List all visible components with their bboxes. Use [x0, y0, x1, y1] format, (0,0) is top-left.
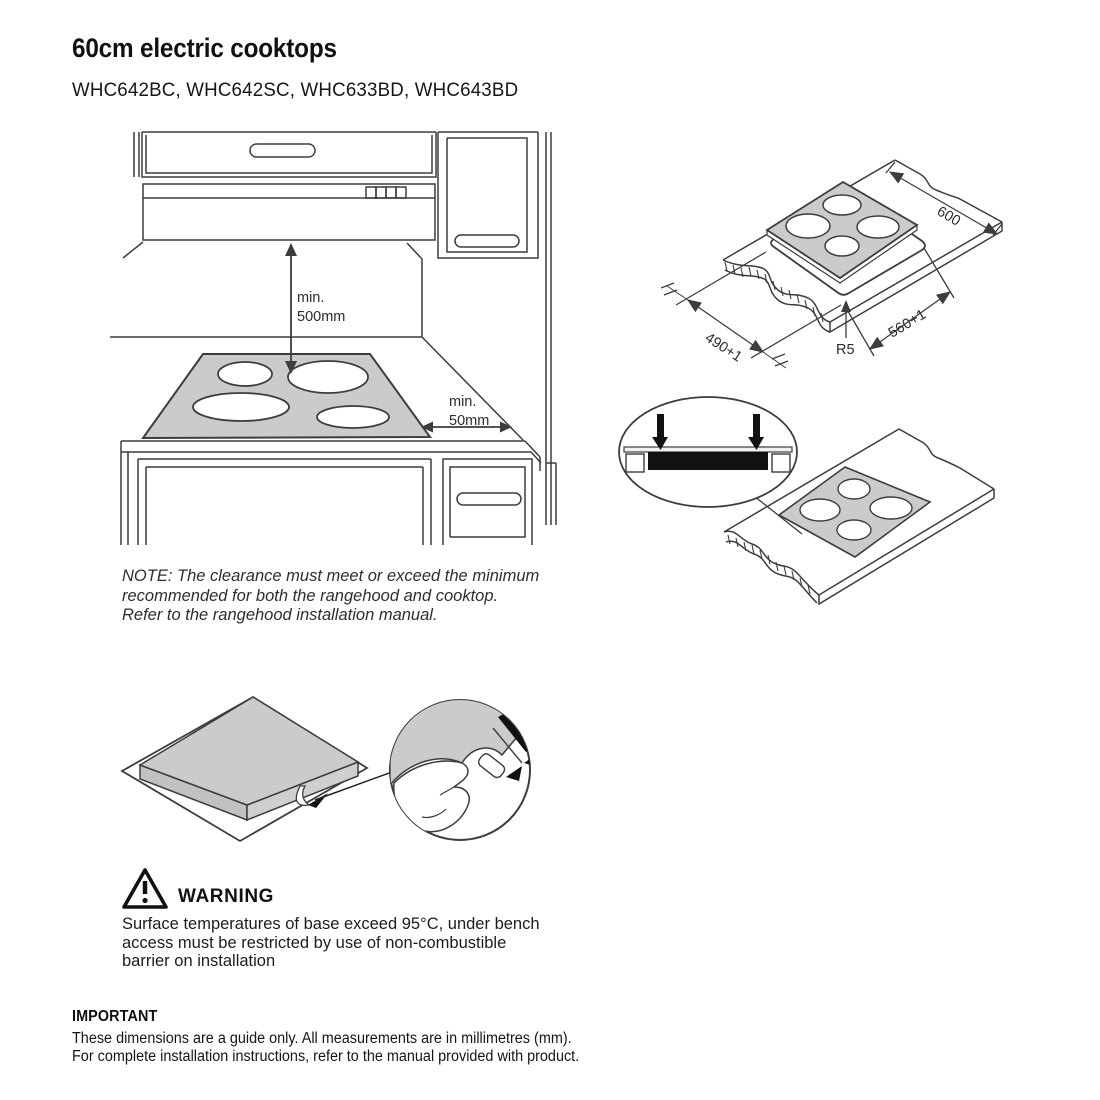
cutout-hole [770, 193, 926, 296]
bench-section-right [771, 453, 791, 473]
press-down-arrows [652, 414, 764, 450]
equal-mark [771, 353, 789, 367]
model-numbers: WHC642BC, WHC642SC, WHC633BD, WHC643BD [72, 79, 519, 101]
equal-mark [660, 282, 678, 296]
note-line: recommended for both the rangehood and c… [122, 586, 499, 605]
cut-hatching [724, 261, 824, 323]
dim-cutout-width-label: 560+1 [886, 307, 929, 342]
drawer-handle [456, 492, 522, 506]
cooktop-floating [765, 180, 919, 284]
note-line: Refer to the rangehood installation manu… [122, 606, 438, 624]
warning-text: Surface temperatures of base exceed 95°C… [122, 915, 540, 971]
important-text: These dimensions are a guide only. All m… [72, 1030, 579, 1066]
important-line: These dimensions are a guide only. All m… [72, 1030, 572, 1047]
warning-line: barrier on installation [122, 952, 276, 971]
cooktop-glass-flange [623, 446, 793, 453]
corner-radius-callout: R5 [836, 300, 855, 358]
burner [856, 215, 900, 239]
seal-application-diagram [120, 695, 531, 843]
press-direction-arrows [506, 752, 530, 781]
cabinet-handle [454, 234, 520, 248]
warning-triangle-icon [122, 868, 168, 909]
burner [287, 360, 369, 394]
detail-leader-line [314, 771, 393, 801]
burner [836, 519, 872, 541]
clearance-side-arrow: min. 50mm [421, 394, 512, 433]
dim-bench-depth-label: 600 [934, 204, 963, 230]
clearance-diagram: min. 500mm min. 50mm [110, 131, 557, 545]
warning-line: Surface temperatures of base exceed 95°C… [122, 915, 540, 933]
burner [837, 478, 871, 500]
corner-radius-label: R5 [836, 342, 855, 358]
clearance-height-value: 500mm [297, 309, 345, 325]
drop-in-detail-diagram [618, 396, 995, 606]
clearance-height-label: min. [297, 290, 324, 306]
burner [869, 496, 913, 520]
cabinetry-linework [110, 131, 557, 545]
cooktop-body-section [648, 452, 768, 470]
burner [824, 235, 860, 257]
cross-section-detail [618, 396, 798, 508]
burner [785, 213, 831, 239]
important-line: For complete installation instructions, … [72, 1048, 580, 1065]
page-title: 60cm electric cooktops [72, 33, 337, 63]
detail-leader-line [753, 495, 803, 535]
warning-line: access must be restricted by use of non-… [122, 933, 507, 952]
seal-tape-end [477, 753, 506, 779]
clearance-height-arrow: min. 500mm [285, 243, 345, 374]
burner [316, 405, 390, 429]
important-title: IMPORTANT [72, 1008, 158, 1025]
burner [217, 361, 273, 387]
burner [799, 498, 841, 522]
note-line: NOTE: The clearance must meet or exceed … [122, 567, 540, 585]
burner [192, 392, 290, 422]
cooktop-top-view [141, 353, 432, 440]
cabinet-handle [249, 143, 316, 158]
seal-press-detail [389, 699, 531, 841]
clearance-side-value: 50mm [449, 413, 489, 429]
clearance-side-label: min. [449, 394, 476, 410]
cooktop-installed [777, 466, 932, 558]
warning-title: WARNING [178, 886, 275, 907]
cutout-dimensions-diagram: 600 560+1 490+1 R5 [660, 159, 1003, 369]
cut-hatching [727, 534, 811, 595]
bench-section-left [625, 453, 645, 473]
burner [822, 194, 862, 216]
clearance-note: NOTE: The clearance must meet or exceed … [122, 567, 539, 626]
rangehood [142, 183, 436, 241]
benchtop-slab [723, 428, 995, 606]
